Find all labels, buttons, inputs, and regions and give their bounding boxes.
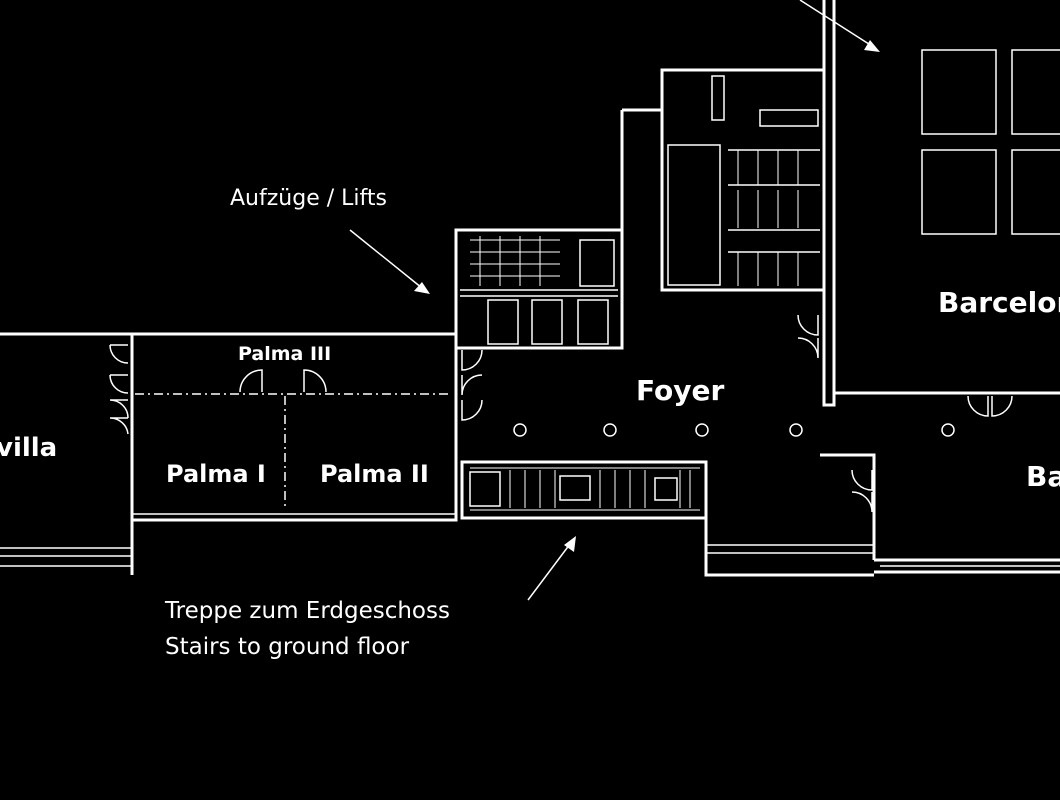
annotation-stairs-en: Stairs to ground floor: [165, 634, 410, 660]
room-label-palma-3: Palma III: [238, 343, 331, 365]
arrow-top: [799, 0, 880, 52]
door-sevilla: [109, 344, 129, 435]
room-label-sevilla: villa: [0, 433, 57, 463]
door-palma-side: [461, 349, 483, 421]
room-barcelona: [834, 49, 1060, 574]
door-barcelona: [967, 395, 1013, 417]
staircase: [460, 460, 708, 520]
column: [941, 423, 955, 437]
room-palma: [132, 332, 483, 522]
door-palma-3: [239, 369, 327, 393]
room-label-palma-2: Palma II: [320, 460, 429, 488]
room-label-barcelona: Barcelon: [938, 286, 1060, 319]
column: [695, 423, 709, 437]
room-label-palma-1: Palma I: [166, 460, 266, 488]
room-label-foyer: Foyer: [636, 374, 724, 407]
column: [789, 423, 803, 437]
door-foyer-right: [797, 314, 873, 513]
annotation-stairs-de: Treppe zum Erdgeschoss: [164, 598, 450, 624]
arrow-stairs: [527, 536, 576, 601]
annotation-lifts: Aufzüge / Lifts: [230, 186, 387, 211]
column: [513, 423, 527, 437]
column: [603, 423, 617, 437]
arrow-lifts: [349, 229, 430, 294]
room-label-ba: Ba: [1026, 460, 1060, 493]
